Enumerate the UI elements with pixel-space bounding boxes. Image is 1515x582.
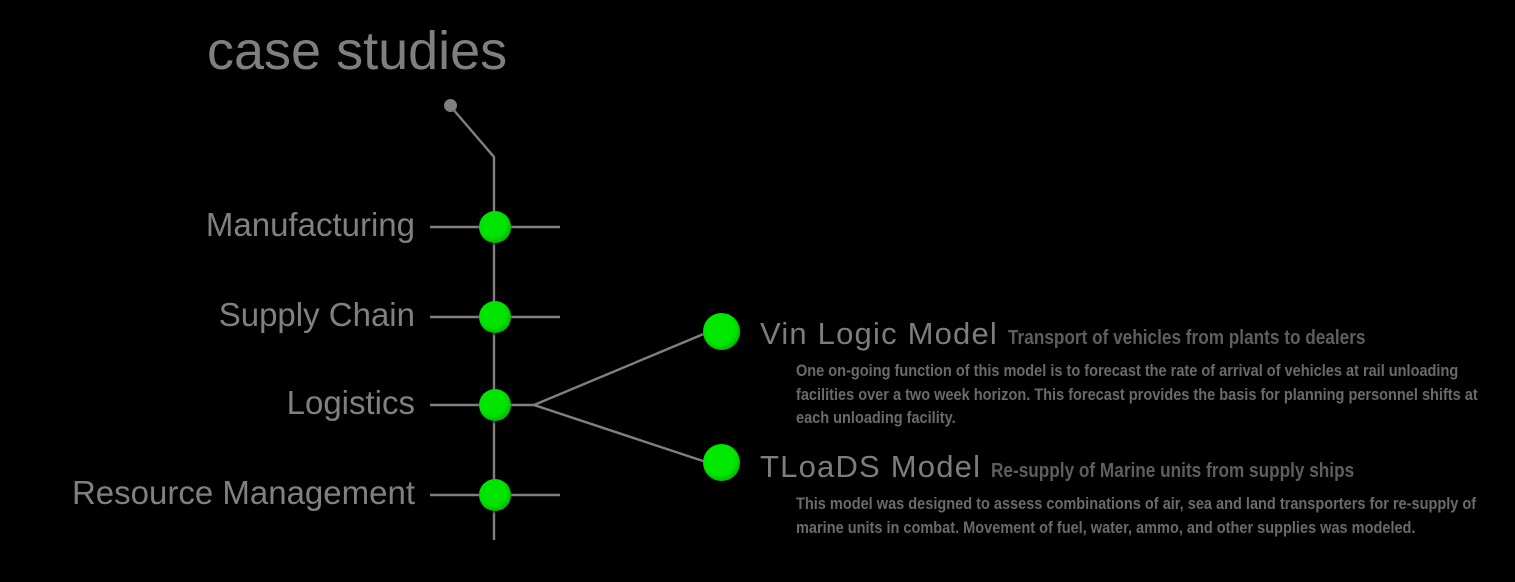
root-node-dot <box>444 99 457 112</box>
node-logistics[interactable] <box>479 389 511 421</box>
edge-root-to-spine <box>451 107 496 212</box>
model-title[interactable]: Vin Logic Model <box>760 316 999 351</box>
sidebar-item-logistics[interactable]: Logistics <box>286 384 415 421</box>
node-manufacturing[interactable] <box>479 211 511 243</box>
sidebar-item-resource-management[interactable]: Resource Management <box>71 474 415 511</box>
edge-logistics-to-vin-logic <box>533 331 707 407</box>
model-header: TLoaDS Model Re-supply of Marine units fr… <box>760 451 1515 485</box>
model-description: This model was designed to assess combin… <box>796 494 1477 537</box>
node-vin-logic-model[interactable] <box>703 313 740 350</box>
model-header: Vin Logic Model Transport of vehicles fro… <box>760 318 1515 352</box>
sidebar-item-supply-chain[interactable]: Supply Chain <box>218 296 415 333</box>
node-supply-chain[interactable] <box>479 301 511 333</box>
model-description: One on-going function of this model is t… <box>796 361 1478 427</box>
edge-logistics-to-tloads <box>533 403 707 464</box>
model-card-tloads: TLoaDS Model Re-supply of Marine units fr… <box>760 451 1515 539</box>
model-title[interactable]: TLoaDS Model <box>760 449 982 484</box>
model-card-vin-logic: Vin Logic Model Transport of vehicles fro… <box>760 318 1515 430</box>
node-tloads-model[interactable] <box>703 444 740 481</box>
page-title: case studies <box>207 21 508 81</box>
sidebar-item-manufacturing[interactable]: Manufacturing <box>205 206 415 243</box>
model-subtitle: Transport of vehicles from plants to dea… <box>1008 327 1366 349</box>
node-resource-management[interactable] <box>479 479 511 511</box>
model-subtitle: Re-supply of Marine units from supply sh… <box>991 460 1355 482</box>
